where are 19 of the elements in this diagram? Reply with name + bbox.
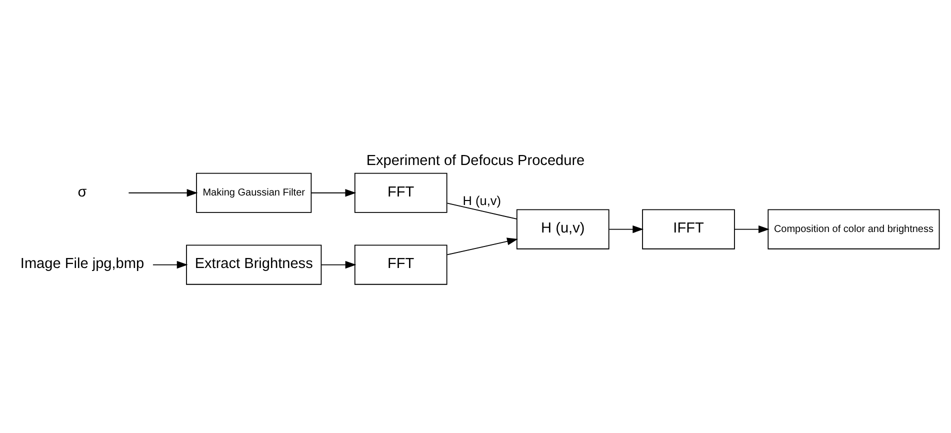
- node-box: FFT: [354, 172, 448, 212]
- node-box: FFT: [354, 244, 448, 284]
- diagram-title: Experiment of Defocus Procedure: [366, 152, 585, 168]
- node-text: σ: [78, 184, 87, 200]
- node-box: Extract Brightness: [186, 244, 322, 284]
- arrow: [320, 260, 356, 268]
- node-text: Image File jpg,bmp: [20, 256, 144, 272]
- node-box: IFFT: [642, 208, 735, 249]
- node-box: Making Gaussian Filter: [196, 172, 312, 212]
- node-box: Composition of color and brightness: [768, 208, 940, 249]
- arrow: [310, 188, 356, 196]
- connector: [446, 202, 518, 219]
- arrow: [734, 224, 770, 233]
- arrow: [152, 260, 188, 268]
- node-box: H (u,v): [516, 208, 610, 249]
- arrow: [608, 224, 644, 233]
- arrow: [446, 237, 518, 255]
- edge-label: H (u,v): [462, 192, 501, 208]
- arrow: [128, 188, 198, 196]
